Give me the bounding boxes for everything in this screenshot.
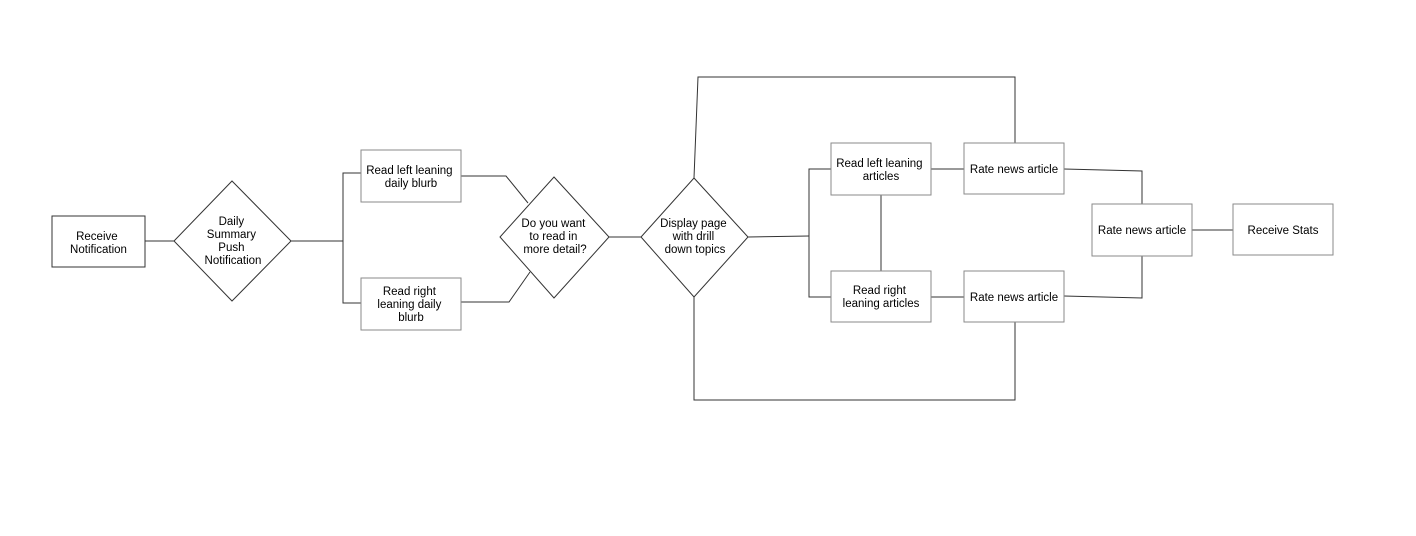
node-read-left-blurb: Read left leaning daily blurb — [360, 149, 462, 203]
node-read-right-blurb-label: Read right leaning daily blurb — [377, 286, 444, 324]
node-read-right-blurb: Read right leaning daily blurb — [360, 277, 462, 331]
node-read-right-articles: Read right leaning articles — [830, 270, 932, 323]
edge-rate-top-to-merged — [1063, 168, 1143, 204]
node-read-left-blurb-label: Read left leaning daily blurb — [366, 165, 456, 190]
node-receive-notification-label: Receive Notification — [70, 231, 127, 256]
edge-split-to-articles — [808, 168, 831, 298]
edge-left-blurb-to-decision — [461, 175, 529, 204]
node-read-more-decision-label: Do you want to read in more detail? — [521, 218, 588, 256]
edge-rate-bottom-to-merged — [1063, 256, 1143, 299]
node-receive-notification: Receive Notification — [51, 215, 146, 268]
node-display-page-label: Display page with drill down topics — [660, 218, 730, 256]
node-rate-article-top-label: Rate news article — [970, 164, 1058, 176]
node-rate-article-merged: Rate news article — [1091, 203, 1193, 257]
node-read-left-articles: Read left leaning articles — [830, 142, 932, 196]
node-receive-stats: Receive Stats — [1232, 203, 1334, 256]
node-read-left-articles-label: Read left leaning articles — [836, 158, 926, 183]
node-receive-stats-label: Receive Stats — [1248, 225, 1319, 237]
edge-display-loop-bottom — [693, 297, 1016, 401]
node-rate-article-bottom-label: Rate news article — [970, 292, 1058, 304]
edge-right-blurb-to-decision — [461, 271, 531, 303]
node-daily-summary-decision: Daily Summary Push Notification — [173, 180, 292, 302]
node-rate-article-merged-label: Rate news article — [1098, 225, 1186, 237]
node-daily-summary-label: Daily Summary Push Notification — [205, 216, 262, 267]
node-display-page-decision: Display page with drill down topics — [640, 177, 749, 298]
edge-display-to-split — [747, 235, 810, 238]
node-read-right-articles-label: Read right leaning articles — [843, 285, 920, 310]
edge-display-loop-top — [693, 76, 1016, 179]
node-read-more-decision: Do you want to read in more detail? — [499, 176, 610, 299]
node-rate-article-bottom: Rate news article — [963, 270, 1065, 323]
connectors — [145, 76, 1233, 401]
edge-split-to-blurbs — [342, 172, 361, 304]
node-rate-article-top: Rate news article — [963, 142, 1065, 195]
